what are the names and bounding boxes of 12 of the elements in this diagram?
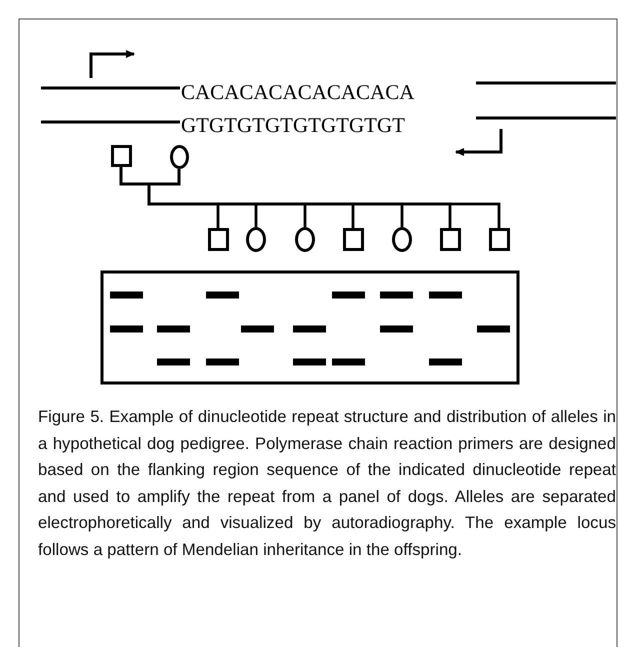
male-square (440, 228, 460, 251)
female-circle (170, 145, 188, 169)
male-square (488, 228, 510, 251)
male-square (110, 145, 132, 167)
female-circle (392, 227, 412, 252)
sequence-text: CACACACACACACACA (181, 80, 414, 104)
male-square (208, 228, 228, 251)
male-square (342, 228, 364, 251)
sequence-text: GTGTGTGTGTGTGTGT (181, 113, 405, 137)
female-circle (295, 227, 315, 252)
figure-caption: Figure 5. Example of dinucleotide repeat structure and distribution of alleles in a hypothetical dog pedigree. Polymerase chain reaction primers are designed based on the flanking region sequence of the indicated dinucleotide repeat and used to amplify the repeat from a panel of dogs. Alleles are separated electrophoretically and visualized by autoradiography. The example locus follows a pattern of Mendelian inheritance in the offspring. (38, 406, 616, 560)
female-circle (246, 227, 266, 252)
